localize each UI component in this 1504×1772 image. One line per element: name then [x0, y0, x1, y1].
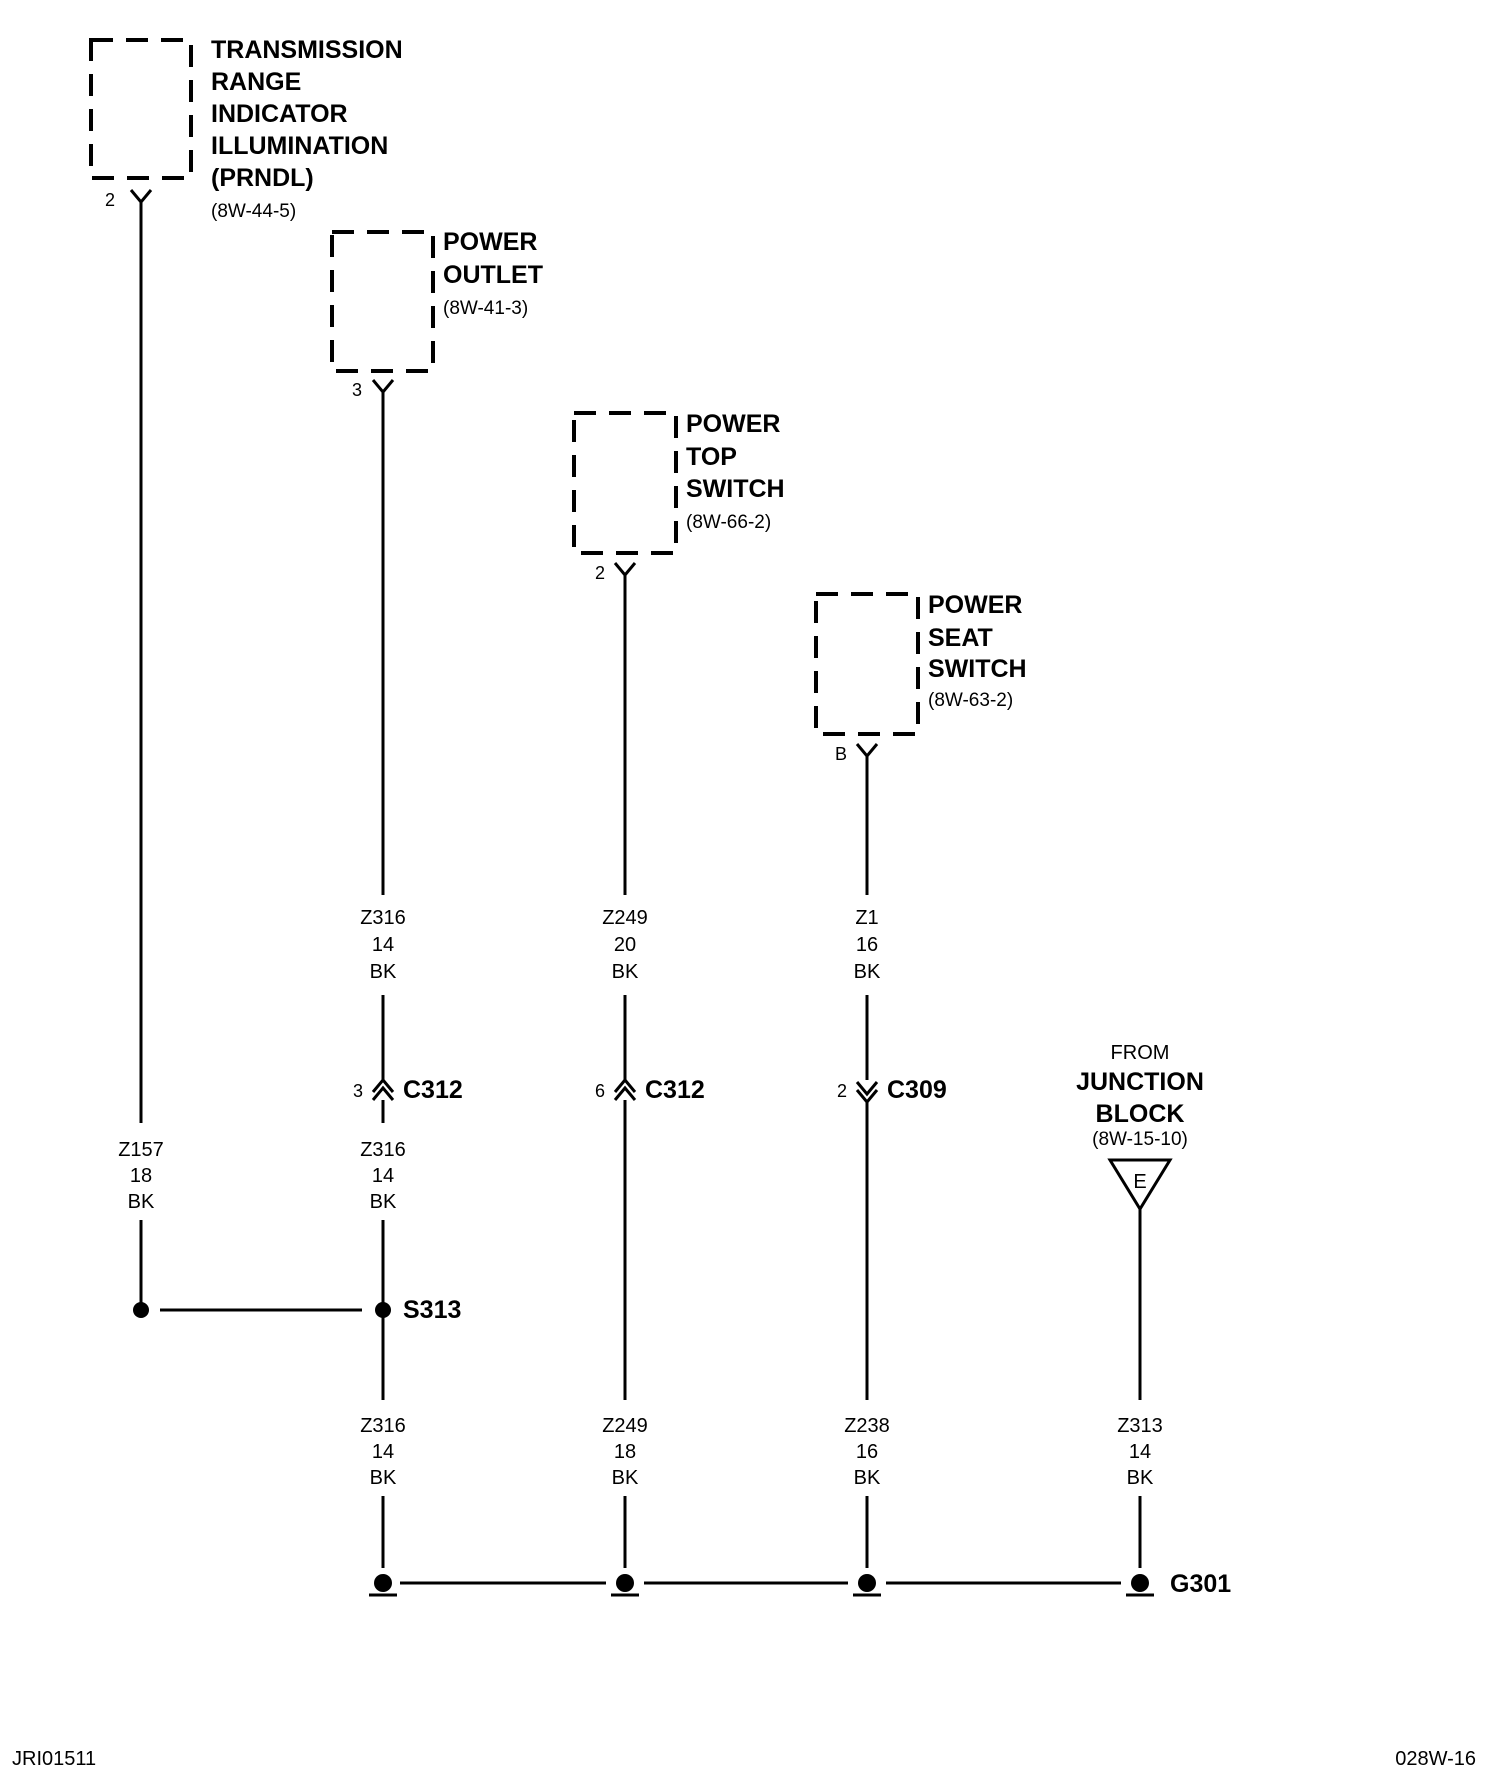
footer-left-code: JRI01511: [12, 1748, 96, 1770]
connector-c309-pin: 2: [837, 1081, 847, 1101]
wire-z238-color: BK: [854, 1467, 881, 1489]
circuit-z316: Z316 14 BK 3 C312 Z316 14 BK S313 Z316 1…: [353, 392, 463, 1568]
top-switch-pin: 2: [595, 563, 605, 583]
wire-z249a-gauge: 20: [614, 934, 636, 956]
wire-z316c-color: BK: [370, 1467, 397, 1489]
seat-switch-pin-terminal: [855, 743, 879, 759]
ground-bus-g301: G301: [369, 1570, 1231, 1598]
junction-title-1: JUNCTION: [1076, 1068, 1204, 1096]
connector-c312-a-pin: 3: [353, 1081, 363, 1101]
wire-z316a-color: BK: [370, 961, 397, 983]
prndl-title-1: TRANSMISSION: [211, 36, 403, 64]
wire-z157-color: BK: [128, 1191, 155, 1213]
ground-eyelet-4: [1126, 1574, 1154, 1597]
wire-z313-color: BK: [1127, 1467, 1154, 1489]
splice-dot-left: [133, 1302, 149, 1318]
top-switch-ref: (8W-66-2): [686, 512, 771, 533]
prndl-pin: 2: [105, 190, 115, 210]
outlet-title-2: OUTLET: [443, 261, 543, 289]
wire-z238-circuit: Z238: [844, 1415, 890, 1437]
connector-c309-label: C309: [887, 1076, 947, 1104]
prndl-title-4: ILLUMINATION: [211, 132, 388, 160]
component-prndl: TRANSMISSION RANGE INDICATOR ILLUMINATIO…: [89, 36, 403, 222]
connector-c312-a: 3 C312: [353, 1076, 463, 1104]
outlet-title-1: POWER: [443, 228, 537, 256]
wire-z249b-gauge: 18: [614, 1441, 636, 1463]
seat-switch-pin: B: [835, 744, 847, 764]
wire-z1-color: BK: [854, 961, 881, 983]
ground-eyelet-3: [853, 1574, 881, 1597]
seat-switch-title-2: SEAT: [928, 624, 993, 652]
top-switch-title-1: POWER: [686, 410, 780, 438]
junction-title-2: BLOCK: [1096, 1100, 1185, 1128]
wire-z316a-gauge: 14: [372, 934, 394, 956]
prndl-dashed-box: [89, 38, 193, 180]
wire-z316b-gauge: 14: [372, 1165, 394, 1187]
ground-eyelet-2: [611, 1574, 639, 1597]
wire-z238-gauge: 16: [856, 1441, 878, 1463]
wire-z316a-circuit: Z316: [360, 907, 406, 929]
component-power-seat-switch: POWER SEAT SWITCH (8W-63-2) B: [814, 591, 1027, 764]
wire-z316c-circuit: Z316: [360, 1415, 406, 1437]
prndl-title-2: RANGE: [211, 68, 301, 96]
splice-dot-s313: [375, 1302, 391, 1318]
top-switch-pin-terminal: [613, 562, 637, 578]
outlet-dashed-box: [330, 230, 435, 373]
seat-switch-title-1: POWER: [928, 591, 1022, 619]
connector-c312-b: 6 C312: [595, 1076, 705, 1104]
top-switch-title-3: SWITCH: [686, 475, 785, 503]
ground-label: G301: [1170, 1570, 1231, 1598]
junction-from-label: FROM: [1111, 1042, 1170, 1064]
prndl-pin-terminal: [129, 189, 153, 205]
seat-switch-dashed-box: [814, 592, 920, 736]
wire-z313-gauge: 14: [1129, 1441, 1151, 1463]
circuit-z249: Z249 20 BK 6 C312 Z249 18 BK: [595, 575, 705, 1568]
top-switch-dashed-box: [572, 411, 678, 555]
prndl-ref: (8W-44-5): [211, 201, 296, 222]
wire-z249a-color: BK: [612, 961, 639, 983]
prndl-title-3: INDICATOR: [211, 100, 348, 128]
wire-z249b-circuit: Z249: [602, 1415, 648, 1437]
wire-z316b-circuit: Z316: [360, 1139, 406, 1161]
junction-ref: (8W-15-10): [1092, 1129, 1188, 1150]
splice-label: S313: [403, 1296, 461, 1324]
outlet-ref: (8W-41-3): [443, 298, 528, 319]
wire-z316b-color: BK: [370, 1191, 397, 1213]
seat-switch-ref: (8W-63-2): [928, 690, 1013, 711]
connector-c312-b-pin: 6: [595, 1081, 605, 1101]
circuit-z313: FROM JUNCTION BLOCK (8W-15-10) E Z313 14…: [1076, 1042, 1204, 1568]
wire-z249b-color: BK: [612, 1467, 639, 1489]
wire-z157-gauge: 18: [130, 1165, 152, 1187]
junction-cavity-triangle: [1107, 1158, 1173, 1212]
component-power-top-switch: POWER TOP SWITCH (8W-66-2) 2: [572, 410, 785, 583]
wire-z316c-gauge: 14: [372, 1441, 394, 1463]
top-switch-title-2: TOP: [686, 443, 737, 471]
prndl-title-5: (PRNDL): [211, 164, 314, 192]
wire-z313-circuit: Z313: [1117, 1415, 1163, 1437]
outlet-pin-terminal: [371, 379, 395, 395]
outlet-pin: 3: [352, 380, 362, 400]
footer-right-code: 028W-16: [1395, 1748, 1476, 1770]
connector-c312-b-label: C312: [645, 1076, 705, 1104]
wire-z1-gauge: 16: [856, 934, 878, 956]
seat-switch-title-3: SWITCH: [928, 655, 1027, 683]
circuit-z1: Z1 16 BK 2 C309 Z238 16 BK: [837, 756, 947, 1568]
wire-z249a-circuit: Z249: [602, 907, 648, 929]
wire-z1-circuit: Z1: [855, 907, 878, 929]
connector-c309: 2 C309: [837, 1076, 947, 1105]
component-power-outlet: POWER OUTLET (8W-41-3) 3: [330, 228, 543, 400]
wire-z157-circuit: Z157: [118, 1139, 164, 1161]
junction-cavity-label: E: [1133, 1171, 1146, 1193]
connector-c312-a-label: C312: [403, 1076, 463, 1104]
ground-eyelet-1: [369, 1574, 397, 1597]
circuit-z157: Z157 18 BK: [118, 202, 164, 1318]
